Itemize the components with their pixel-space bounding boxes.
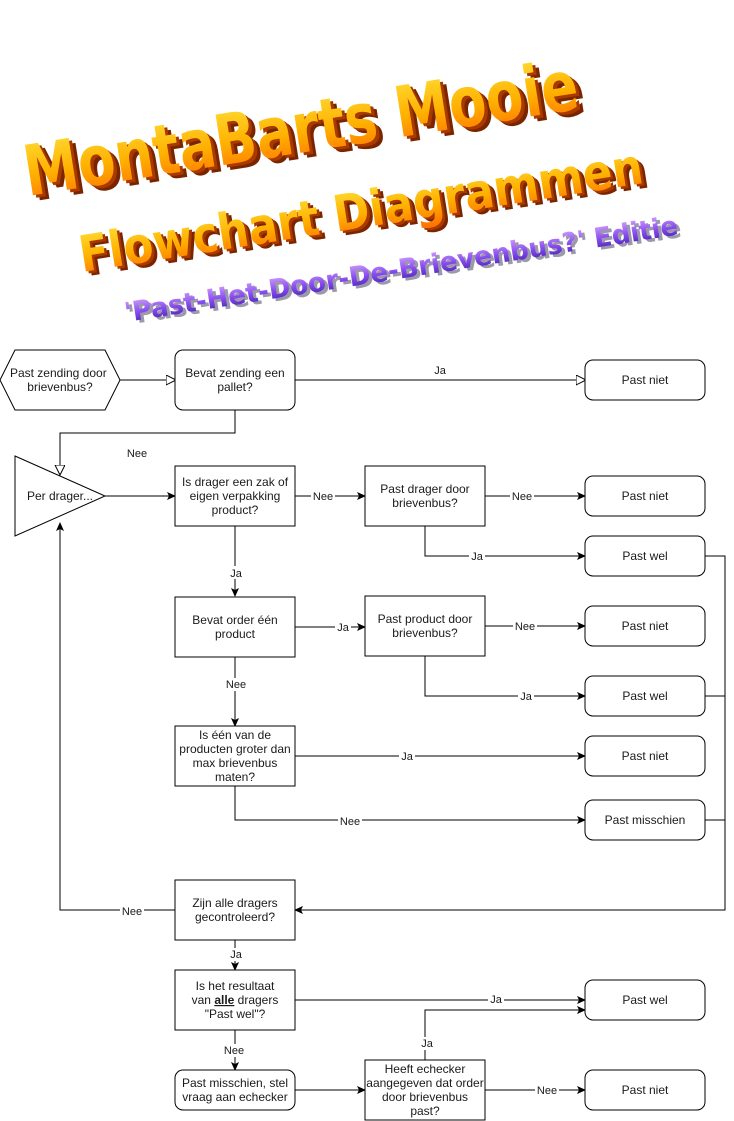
label-pallet-ja: Ja xyxy=(434,365,447,377)
edge-groter-nee xyxy=(234,786,586,824)
label-zak-nee: Nee xyxy=(313,491,333,503)
label-drager-nee: Nee xyxy=(512,491,532,503)
node-result-groter-nee: Past misschien xyxy=(584,799,706,841)
label-alle-nee: Nee xyxy=(122,906,142,918)
node-result-product-ja-text: Past wel xyxy=(622,689,667,703)
label-zak-ja: Ja xyxy=(230,568,243,580)
edge-alle-nee xyxy=(56,522,175,911)
label-resultaat-nee: Nee xyxy=(224,1045,244,1057)
node-result-final-wel: Past wel xyxy=(584,979,706,1021)
edge-echecker-ja xyxy=(424,1006,586,1060)
label-product-ja: Ja xyxy=(520,691,533,703)
node-result-final-niet-text: Past niet xyxy=(622,1083,669,1097)
node-result-drager-ja-text: Past wel xyxy=(622,549,667,563)
node-result-groter-ja: Past niet xyxy=(584,735,706,777)
node-result-groter-nee-text: Past misschien xyxy=(605,813,686,827)
edge-drager-ja xyxy=(424,526,586,560)
label-eenproduct-ja: Ja xyxy=(337,622,350,634)
node-result-pallet-text: Past niet xyxy=(622,373,669,387)
node-result-drager-nee: Past niet xyxy=(584,475,706,517)
label-product-nee: Nee xyxy=(515,621,535,633)
label-groter-ja: Ja xyxy=(401,751,414,763)
label-echecker-nee: Nee xyxy=(537,1085,557,1097)
label-alle-ja: Ja xyxy=(230,949,243,961)
node-per-drager: Per drager... xyxy=(14,455,107,537)
label-pallet-nee: Nee xyxy=(127,448,147,460)
node-result-drager-ja: Past wel xyxy=(584,535,706,577)
node-start: Past zending door brievenbus? xyxy=(0,349,121,411)
node-start-text: Past zending door brievenbus? xyxy=(10,366,110,394)
node-result-product-ja: Past wel xyxy=(584,675,706,717)
node-result-final-niet: Past niet xyxy=(584,1069,706,1111)
label-eenproduct-nee: Nee xyxy=(226,679,246,691)
node-result-pallet: Past niet xyxy=(584,359,706,401)
node-per-drager-text: Per drager... xyxy=(27,489,93,503)
label-drager-ja: Ja xyxy=(471,551,484,563)
node-result-final-wel-text: Past wel xyxy=(622,993,667,1007)
edge-results-to-check xyxy=(294,555,726,914)
node-result-drager-nee-text: Past niet xyxy=(622,489,669,503)
node-result-product-nee: Past niet xyxy=(584,605,706,647)
edge-labels: Ja Nee Nee Nee Ja Ja Ja Nee Ja Nee Ja Ne… xyxy=(120,365,559,1097)
wordart-title: MontaBarts Mooie MontaBarts Mooie MontaB… xyxy=(18,44,684,331)
edge-product-ja xyxy=(424,656,586,700)
node-result-groter-ja-text: Past niet xyxy=(622,749,669,763)
node-result-product-nee-text: Past niet xyxy=(622,619,669,633)
edge-pallet-nee xyxy=(60,410,236,474)
label-groter-nee: Nee xyxy=(340,816,360,828)
label-resultaat-ja: Ja xyxy=(490,994,503,1006)
label-echecker-ja: Ja xyxy=(421,1038,434,1050)
